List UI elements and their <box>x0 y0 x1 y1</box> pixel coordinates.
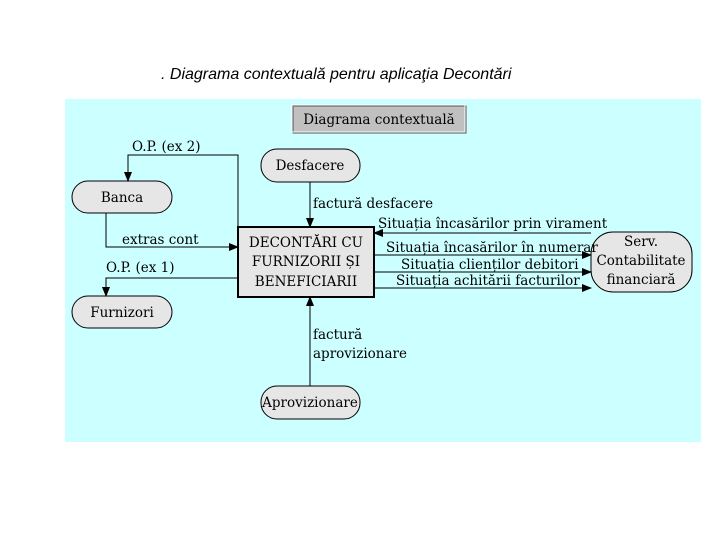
flow-situatia-achitarii-label: Situația achitării facturilor <box>396 273 580 289</box>
flow-factura-desfacere-label: factură desfacere <box>313 196 433 212</box>
central-process: DECONTĂRI CU FURNIZORII ȘI BENEFICIARII <box>237 226 375 298</box>
node-serv-line1: Serv. <box>624 234 658 250</box>
flow-situatia-virament-label: Situația încasărilor prin virament <box>378 216 608 232</box>
diagram-title: Diagrama contextuală <box>303 112 454 128</box>
flow-situatia-numerar: Situația încasărilor în numerar <box>374 240 598 259</box>
flow-factura-aprov-label1: factură <box>313 327 362 343</box>
node-banca: Banca <box>71 180 173 214</box>
central-line1: DECONTĂRI CU <box>249 235 363 251</box>
flow-situatia-numerar-label: Situația încasărilor în numerar <box>386 240 598 256</box>
node-furnizori-label: Furnizori <box>90 305 154 321</box>
node-serv-line2: Contabilitate <box>596 253 685 269</box>
flow-factura-aprov-label2: aprovizionare <box>313 346 407 362</box>
node-desfacere: Desfacere <box>260 148 361 183</box>
node-serv-contabilitate: Serv. Contabilitate financiară <box>590 231 693 293</box>
node-banca-label: Banca <box>101 190 143 206</box>
flow-situatia-achitarii: Situația achitării facturilor <box>374 273 592 292</box>
node-aprovizionare: Aprovizionare <box>260 385 361 420</box>
page-caption: . Diagrama contextuală pentru aplicaţia … <box>161 66 512 83</box>
node-furnizori: Furnizori <box>71 295 173 329</box>
flow-situatia-virament: Situația încasărilor prin virament <box>373 216 608 237</box>
flow-extras-cont: extras cont <box>105 213 239 251</box>
flow-factura-aprovizionare: factură aprovizionare <box>306 296 407 386</box>
flow-situatia-debitori: Situația clienților debitori <box>374 257 592 276</box>
flow-op-ex1: O.P. (ex 1) <box>102 260 238 297</box>
flow-extras-cont-label: extras cont <box>122 232 199 248</box>
central-line2: FURNIZORII ȘI <box>252 254 360 270</box>
flow-factura-desfacere: factură desfacere <box>306 182 433 228</box>
flow-op-ex1-label: O.P. (ex 1) <box>106 260 175 276</box>
central-line3: BENEFICIARII <box>255 274 357 290</box>
diagram-title-box: Diagrama contextuală <box>291 104 467 134</box>
node-desfacere-label: Desfacere <box>276 158 345 174</box>
flow-situatia-debitori-label: Situația clienților debitori <box>401 257 579 273</box>
flow-op-ex2-label: O.P. (ex 2) <box>132 139 201 155</box>
node-aprovizionare-label: Aprovizionare <box>261 395 358 411</box>
flow-op-ex2: O.P. (ex 2) <box>124 139 239 227</box>
node-serv-line3: financiară <box>607 272 676 288</box>
